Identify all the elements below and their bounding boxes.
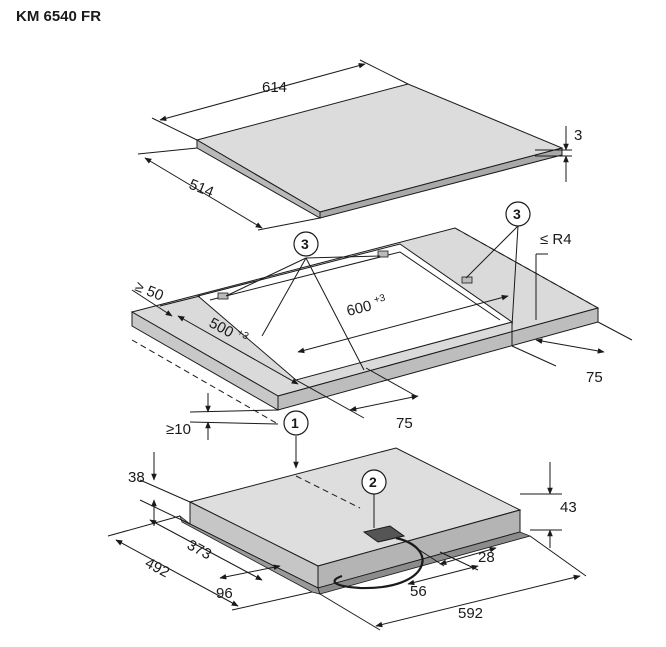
dim-corner-radius: ≤ R4 (540, 231, 572, 248)
callout-1 (283, 410, 309, 436)
hob-body-view (107, 447, 587, 631)
dim-connector-offset: 96 (216, 585, 233, 602)
dim-cutout-width: 600+3 (345, 293, 389, 320)
dim-connector-56: 56 (410, 583, 427, 600)
callout-2-label: 2 (369, 474, 377, 490)
dim-body-width: 592 (458, 605, 483, 622)
dim-rear-clearance: 75 (586, 369, 603, 386)
dim-hob-width: 614 (262, 79, 287, 96)
worktop-cutout-view (130, 225, 633, 469)
callout-3-left-label: 3 (301, 236, 309, 252)
dim-glass-thickness: 3 (574, 127, 582, 144)
page-title: KM 6540 FR (16, 8, 102, 25)
dim-connector-28: 28 (478, 549, 495, 566)
callout-3-right-label: 3 (513, 206, 521, 222)
dim-body-depth-outer: 492 (142, 555, 172, 582)
callout-2 (361, 469, 387, 495)
hob-top-view (137, 59, 572, 231)
dim-front-clearance: 75 (396, 415, 413, 432)
callout-3-left (293, 231, 319, 257)
callout-3-right (505, 201, 531, 227)
dim-body-height-left: 38 (128, 469, 145, 486)
dim-min-below: ≥10 (166, 421, 191, 438)
callout-1-label: 1 (291, 415, 299, 431)
dim-body-height-right: 43 (560, 499, 577, 516)
